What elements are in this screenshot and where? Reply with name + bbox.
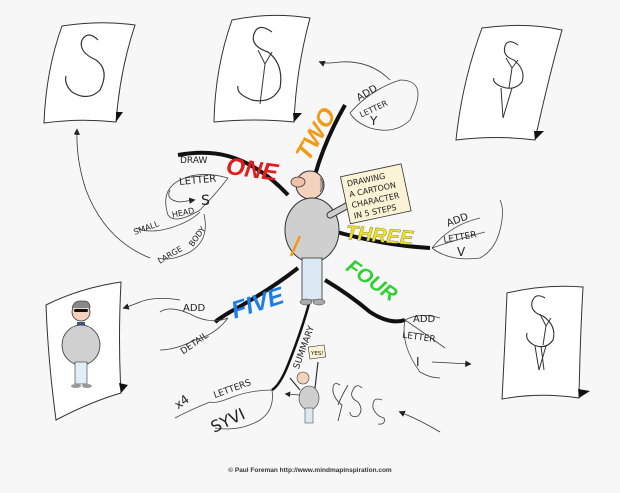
- letter-y-icon: [539, 313, 552, 346]
- cheering-character-icon: YES!: [289, 344, 327, 424]
- letter-v-icon: [534, 345, 547, 371]
- letter-i-icon: [540, 345, 545, 371]
- letter-y-icon: [257, 49, 273, 105]
- svg-text:YES!: YES!: [310, 351, 324, 357]
- svg-text:LETTER: LETTER: [401, 331, 436, 346]
- svg-text:DETAIL: DETAIL: [179, 331, 210, 357]
- branch-five-label: FIVE: [228, 282, 288, 324]
- central-cartoon-character: [177, 104, 431, 392]
- svg-text:DRAW: DRAW: [180, 156, 207, 166]
- card-step-one: [43, 22, 136, 124]
- svg-text:LETTER: LETTER: [179, 174, 217, 188]
- footer-credit: © Paul Foreman http://www.mindmapinspira…: [228, 467, 392, 474]
- svg-text:ADD: ADD: [183, 303, 206, 314]
- summary-subtopics: SUMMARY LETTERS x4 SYVI YES!: [172, 324, 441, 437]
- letter-v-icon: [500, 87, 513, 119]
- svg-text:I: I: [416, 355, 420, 369]
- branch-five-subtopics: ADD DETAIL: [122, 298, 229, 357]
- letter-progression-icon: [332, 383, 385, 425]
- svg-text:SMALL: SMALL: [132, 219, 160, 237]
- svg-text:x4: x4: [172, 392, 192, 412]
- card-step-four: [501, 285, 590, 400]
- branch-one-label: ONE: [224, 153, 280, 187]
- svg-text:BODY: BODY: [187, 225, 207, 248]
- branch-three-subtopics: ADD LETTER V: [431, 199, 503, 260]
- svg-text:ADD: ADD: [355, 83, 380, 104]
- card-step-three: [455, 24, 563, 141]
- finished-character-icon: [61, 300, 101, 388]
- letter-y-icon: [505, 57, 519, 89]
- svg-text:Y: Y: [369, 114, 378, 128]
- letter-s-icon: [493, 41, 524, 89]
- branch-two-label: TWO: [290, 103, 342, 165]
- svg-text:SYVI: SYVI: [208, 404, 248, 436]
- svg-text:LETTERS: LETTERS: [212, 378, 253, 401]
- letter-s-icon: [237, 26, 282, 102]
- card-step-five: [45, 281, 128, 421]
- svg-text:ADD: ADD: [413, 314, 436, 325]
- branch-one-subtopics: DRAW LETTER S SMALL HEAD LARGE BODY: [73, 128, 229, 266]
- branch-four-subtopics: ADD LETTER I: [401, 314, 472, 379]
- card-step-two: [213, 14, 311, 123]
- title-card: DRAWING A CARTOON CHARACTER IN 5 STEPS: [339, 163, 412, 225]
- letter-s-icon: [65, 34, 105, 98]
- svg-text:S: S: [201, 193, 210, 209]
- letter-s-icon: [526, 295, 555, 348]
- svg-text:V: V: [457, 245, 466, 259]
- svg-text:LARGE: LARGE: [156, 244, 184, 265]
- svg-text:ADD: ADD: [445, 212, 470, 230]
- branch-three-label: THREE: [345, 222, 415, 250]
